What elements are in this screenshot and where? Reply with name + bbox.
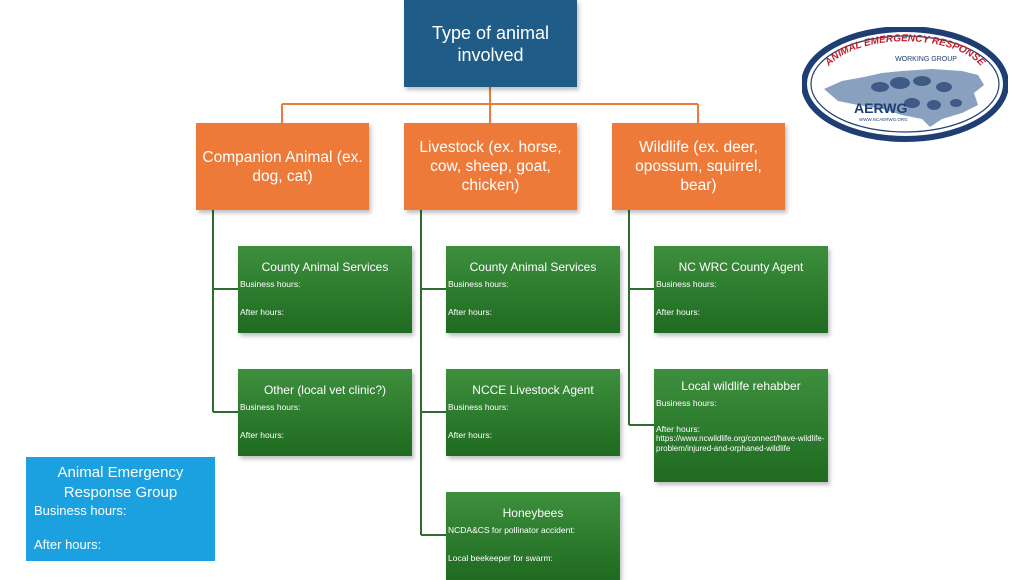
leaf-after-hours: After hours: — [240, 307, 284, 317]
leaf-business-hours: Business hours: — [656, 279, 717, 289]
wildlife-rehabber: Local wildlife rehabber Business hours: … — [654, 369, 828, 482]
leaf-after-hours: After hours: — [448, 307, 492, 317]
leaf-business-hours: Business hours: — [448, 279, 509, 289]
wildlife-nc-wrc-agent: NC WRC County Agent Business hours: Afte… — [654, 246, 828, 333]
aerg-contact-box: Animal Emergency Response Group Business… — [26, 457, 215, 561]
livestock-honeybees: Honeybees NCDA&CS for pollinator acciden… — [446, 492, 620, 580]
leaf-title: Local wildlife rehabber — [681, 379, 801, 393]
animal-silhouettes-icon — [871, 76, 962, 110]
leaf-pollinator-contact: NCDA&CS for pollinator accident: — [448, 525, 576, 535]
root-node: Type of animal involved — [404, 0, 577, 87]
category-companion-label: Companion Animal (ex. dog, cat) — [202, 148, 363, 185]
companion-other-vet-clinic: Other (local vet clinic?) Business hours… — [238, 369, 412, 456]
category-livestock-label: Livestock (ex. horse, cow, sheep, goat, … — [419, 139, 562, 194]
logo-subtitle: WORKING GROUP — [895, 56, 957, 63]
leaf-business-hours: Business hours: — [240, 402, 301, 412]
aerg-title: Animal Emergency Response Group — [57, 464, 184, 501]
leaf-title: Other (local vet clinic?) — [263, 383, 387, 397]
category-wildlife: Wildlife (ex. deer, opossum, squirrel, b… — [612, 123, 785, 210]
leaf-title: Honeybees — [502, 506, 564, 520]
root-title: Type of animal involved — [431, 22, 550, 65]
rehabber-url-link[interactable]: https://www.ncwildlife.org/connect/have-… — [656, 434, 825, 453]
category-companion: Companion Animal (ex. dog, cat) — [196, 123, 369, 210]
leaf-title: County Animal Services — [469, 260, 597, 274]
leaf-title: NCCE Livestock Agent — [472, 383, 594, 397]
companion-county-animal-services: County Animal Services Business hours: A… — [238, 246, 412, 333]
leaf-after-hours: After hours: — [240, 430, 284, 440]
logo-abbr: AERWG — [854, 100, 908, 116]
aerwg-logo: ANIMAL EMERGENCY RESPONSE WORKING GROUP … — [802, 27, 1008, 142]
leaf-after-hours: After hours: — [656, 424, 700, 434]
livestock-county-animal-services: County Animal Services Business hours: A… — [446, 246, 620, 333]
leaf-beekeeper-contact: Local beekeeper for swarm: — [448, 553, 553, 563]
aerg-after-hours: After hours: — [34, 537, 102, 552]
leaf-title: County Animal Services — [261, 260, 389, 274]
leaf-title: NC WRC County Agent — [678, 260, 804, 274]
leaf-business-hours: Business hours: — [448, 402, 509, 412]
leaf-after-hours: After hours: — [448, 430, 492, 440]
logo-site: WWW.NCAERWG.ORG — [859, 117, 908, 122]
category-wildlife-label: Wildlife (ex. deer, opossum, squirrel, b… — [635, 139, 762, 194]
livestock-ncce-agent: NCCE Livestock Agent Business hours: Aft… — [446, 369, 620, 456]
leaf-business-hours: Business hours: — [656, 398, 717, 408]
leaf-business-hours: Business hours: — [240, 279, 301, 289]
aerg-business-hours: Business hours: — [34, 503, 127, 518]
leaf-after-hours: After hours: — [656, 307, 700, 317]
category-livestock: Livestock (ex. horse, cow, sheep, goat, … — [404, 123, 577, 210]
